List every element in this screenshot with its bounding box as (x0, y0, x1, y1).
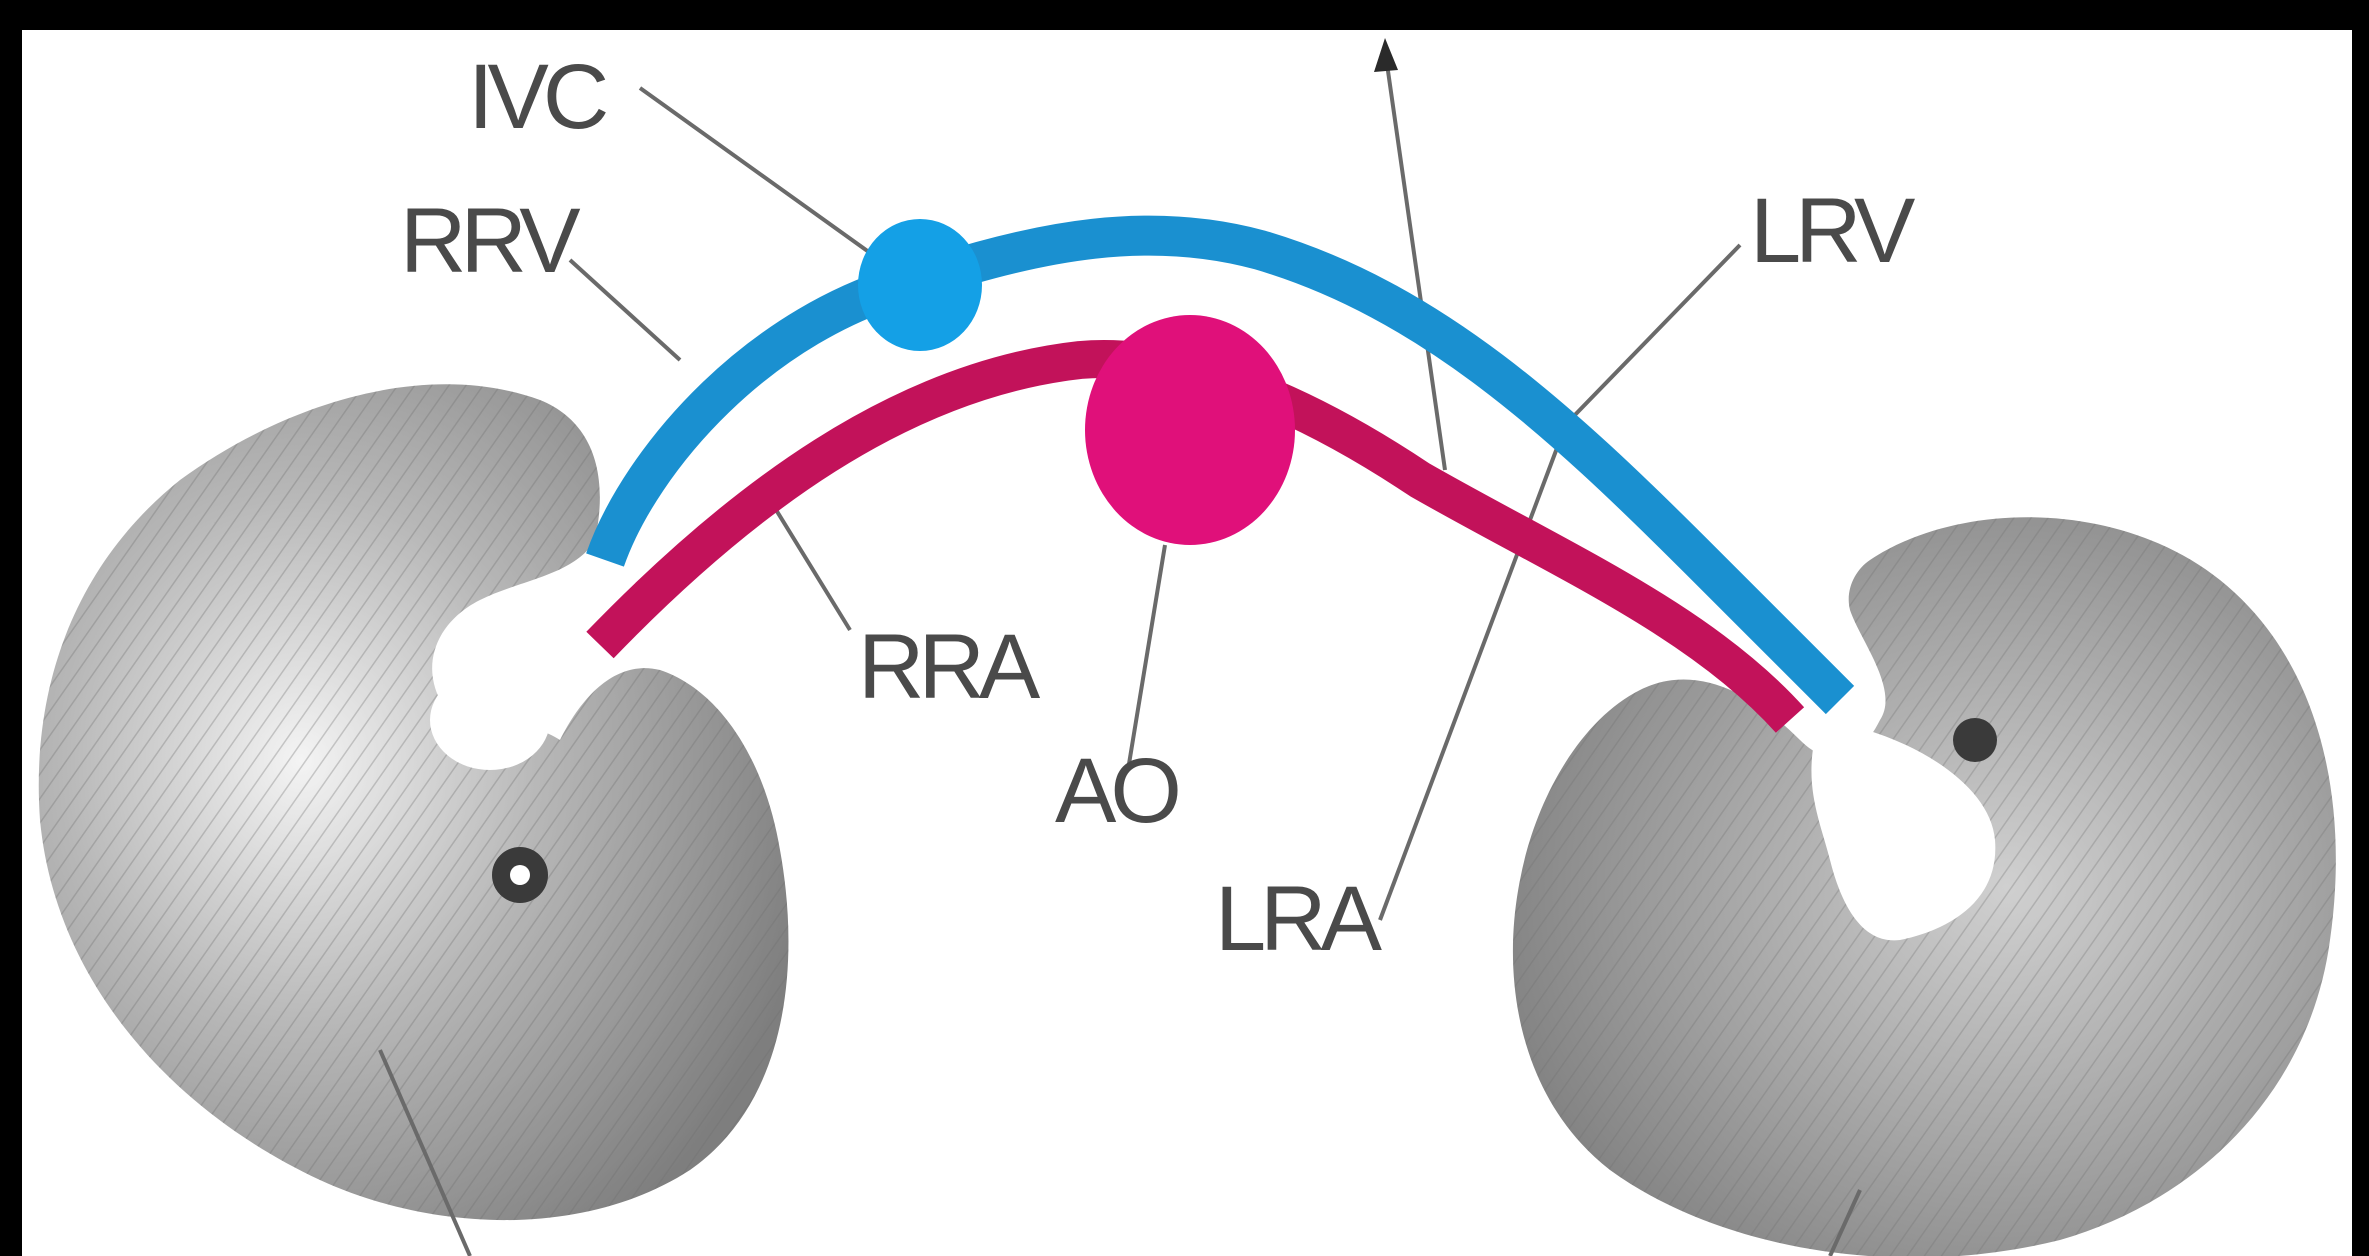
right-kidney-pelvis-center (510, 865, 530, 885)
lra-label: LRA (1215, 868, 1383, 970)
rrv-label: RRV (400, 190, 580, 292)
ivc-label: IVC (468, 46, 606, 148)
left-kidney-pelvis (1953, 718, 1997, 762)
right-kidney-hilum (430, 670, 550, 770)
ao-label: AO (1055, 740, 1178, 842)
lrv-label: LRV (1750, 180, 1915, 282)
rra-label: RRA (858, 616, 1041, 718)
aorta-vessel (1085, 315, 1295, 545)
ivc-vessel (858, 219, 982, 351)
